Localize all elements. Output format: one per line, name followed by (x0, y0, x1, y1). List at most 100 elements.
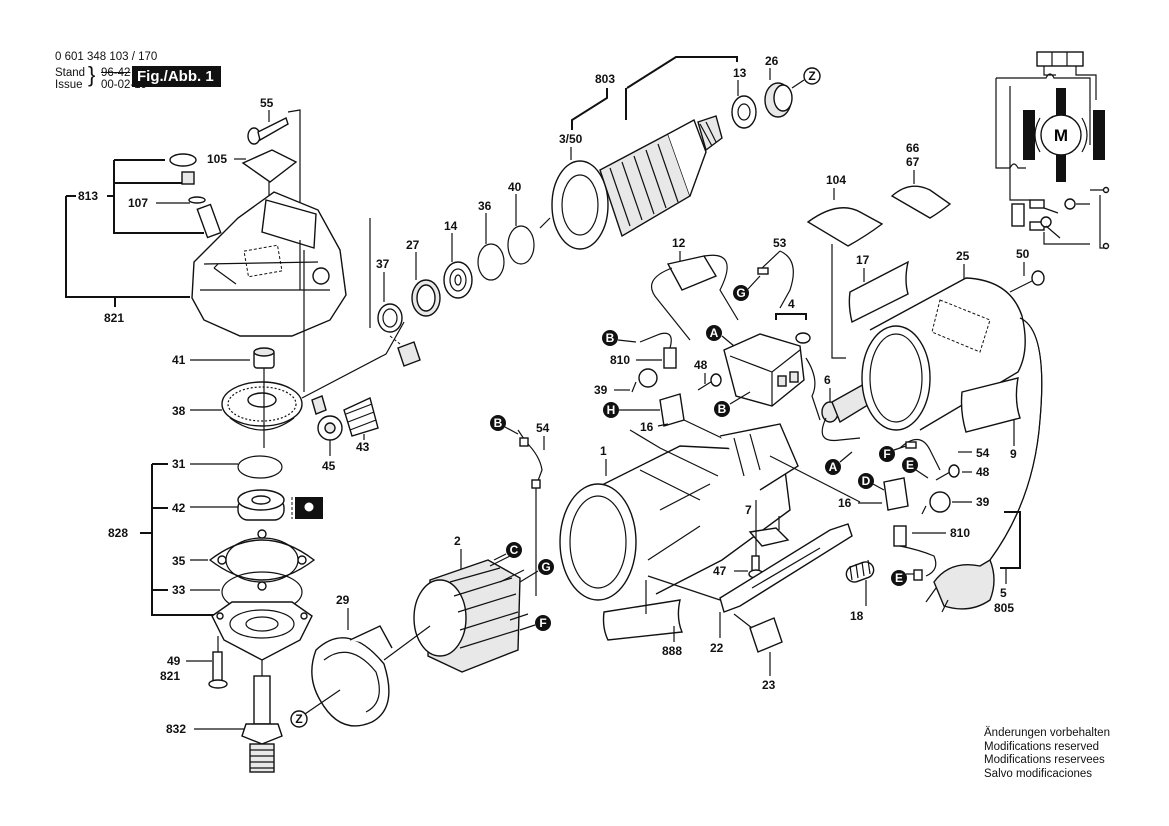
label-9: 9 (1010, 447, 1017, 461)
label-plate-9 (960, 377, 1021, 433)
label-18: 18 (850, 609, 864, 623)
label-5: 5 (1000, 586, 1007, 600)
label-53: 53 (773, 236, 787, 250)
callout-D: D (858, 473, 874, 489)
callout-E-2: E (891, 570, 907, 586)
label-48-right: 48 (976, 465, 990, 479)
bearing-sleeve-26 (764, 82, 793, 118)
label-38: 38 (172, 404, 186, 418)
label-49: 49 (167, 654, 181, 668)
label-50-screw: 50 (1016, 247, 1030, 261)
lock-nut-45 (317, 415, 343, 441)
spindle-lock-button (169, 153, 197, 167)
schematic-field-coil-left (1023, 110, 1035, 160)
mains-plug (925, 558, 995, 613)
gasket-35 (208, 529, 316, 591)
label-31: 31 (172, 457, 186, 471)
schematic-switch-block (1036, 51, 1084, 67)
label-66: 66 (906, 141, 920, 155)
bearing-ring-37 (377, 303, 403, 333)
label-47: 47 (713, 564, 727, 578)
label-813: 813 (78, 189, 98, 203)
label-26: 26 (765, 54, 779, 68)
label-54-right: 54 (976, 446, 990, 460)
label-17: 17 (856, 253, 870, 267)
svg-text:D: D (862, 474, 871, 488)
carbon-brush-810-left (663, 347, 677, 369)
callout-C: C (506, 542, 522, 558)
label-42: 42 (172, 501, 186, 515)
label-810-right: 810 (950, 526, 970, 540)
svg-text:A: A (710, 326, 719, 340)
motor-label: M (1054, 126, 1068, 145)
callout-B-2: B (714, 401, 730, 417)
brush-cap (795, 332, 811, 344)
bearing-flange (211, 601, 313, 661)
armature-assembly: 803 3/50 13 26 (539, 54, 793, 250)
callout-Z-2: Z (803, 67, 821, 85)
part-number: 0 601 348 103 / 170 (55, 51, 158, 63)
motor-housing-1 (559, 423, 799, 601)
spring-18 (845, 559, 875, 583)
label-37: 37 (376, 257, 390, 271)
fan-guide-29 (311, 625, 393, 727)
modifications-note: Änderungen vorbehalten Modifications res… (984, 727, 1110, 781)
label-832: 832 (166, 722, 186, 736)
label-13: 13 (733, 66, 747, 80)
svg-text:C: C (510, 543, 519, 557)
label-16-right: 16 (838, 496, 852, 510)
label-39-left: 39 (594, 383, 608, 397)
crown-gear-38 (221, 381, 303, 431)
label-35: 35 (172, 554, 186, 568)
svg-text:F: F (539, 616, 546, 630)
schematic-brush-top (1056, 88, 1066, 118)
label-54-left: 54 (536, 421, 550, 435)
label-23: 23 (762, 678, 776, 692)
callout-A-2: A (825, 459, 841, 475)
label-4: 4 (788, 297, 795, 311)
callout-F-2: F (535, 615, 551, 631)
motor-housing-25 (861, 277, 1026, 431)
label-12: 12 (672, 236, 686, 250)
schematic-terminal-bottom (1102, 242, 1110, 250)
svg-text:Z: Z (808, 69, 815, 83)
label-27: 27 (406, 238, 420, 252)
label-104: 104 (826, 173, 846, 187)
svg-text:B: B (718, 402, 727, 416)
brace-glyph: } (88, 62, 96, 87)
switch-rod-22 (719, 523, 853, 613)
brush-holder-16-right (883, 477, 909, 511)
label-821-top: 821 (104, 311, 124, 325)
label-45: 45 (322, 459, 336, 473)
label-36: 36 (478, 199, 492, 213)
label-55: 55 (260, 96, 274, 110)
field-coil-2 (413, 555, 529, 673)
gear-housing (191, 191, 347, 337)
screw-50 (1009, 279, 1035, 293)
label-33: 33 (172, 583, 186, 597)
ball-bearing-14 (443, 261, 473, 299)
spindle-lock-pin (196, 203, 222, 239)
svg-text:F: F (883, 447, 890, 461)
svg-text:E: E (906, 458, 914, 472)
svg-text:B: B (606, 331, 615, 345)
label-888: 888 (662, 644, 682, 658)
label-plate-66-67 (890, 185, 952, 219)
callout-H: H (603, 402, 619, 418)
figure-label: Fig./Abb. 1 (132, 66, 221, 87)
washer-36 (477, 243, 505, 281)
brush-spring-39-right (921, 491, 951, 515)
callout-F-1: F (879, 446, 895, 462)
label-29: 29 (336, 593, 350, 607)
carbon-brush-810-right (893, 525, 907, 547)
label-39-right: 39 (976, 495, 990, 509)
note-line-fr: Modifications reservees (984, 754, 1105, 766)
callout-E-1: E (902, 457, 918, 473)
callout-G-1: G (733, 285, 749, 301)
schematic-brush-bottom (1056, 152, 1066, 182)
callout-G-2: G (538, 559, 554, 575)
note-line-es: Salvo modificaciones (984, 767, 1093, 780)
svg-text:A: A (829, 460, 838, 474)
motor-housing-assembly: 104 66 67 17 25 50 9 (806, 141, 1045, 561)
svg-text:Z: Z (295, 712, 302, 726)
